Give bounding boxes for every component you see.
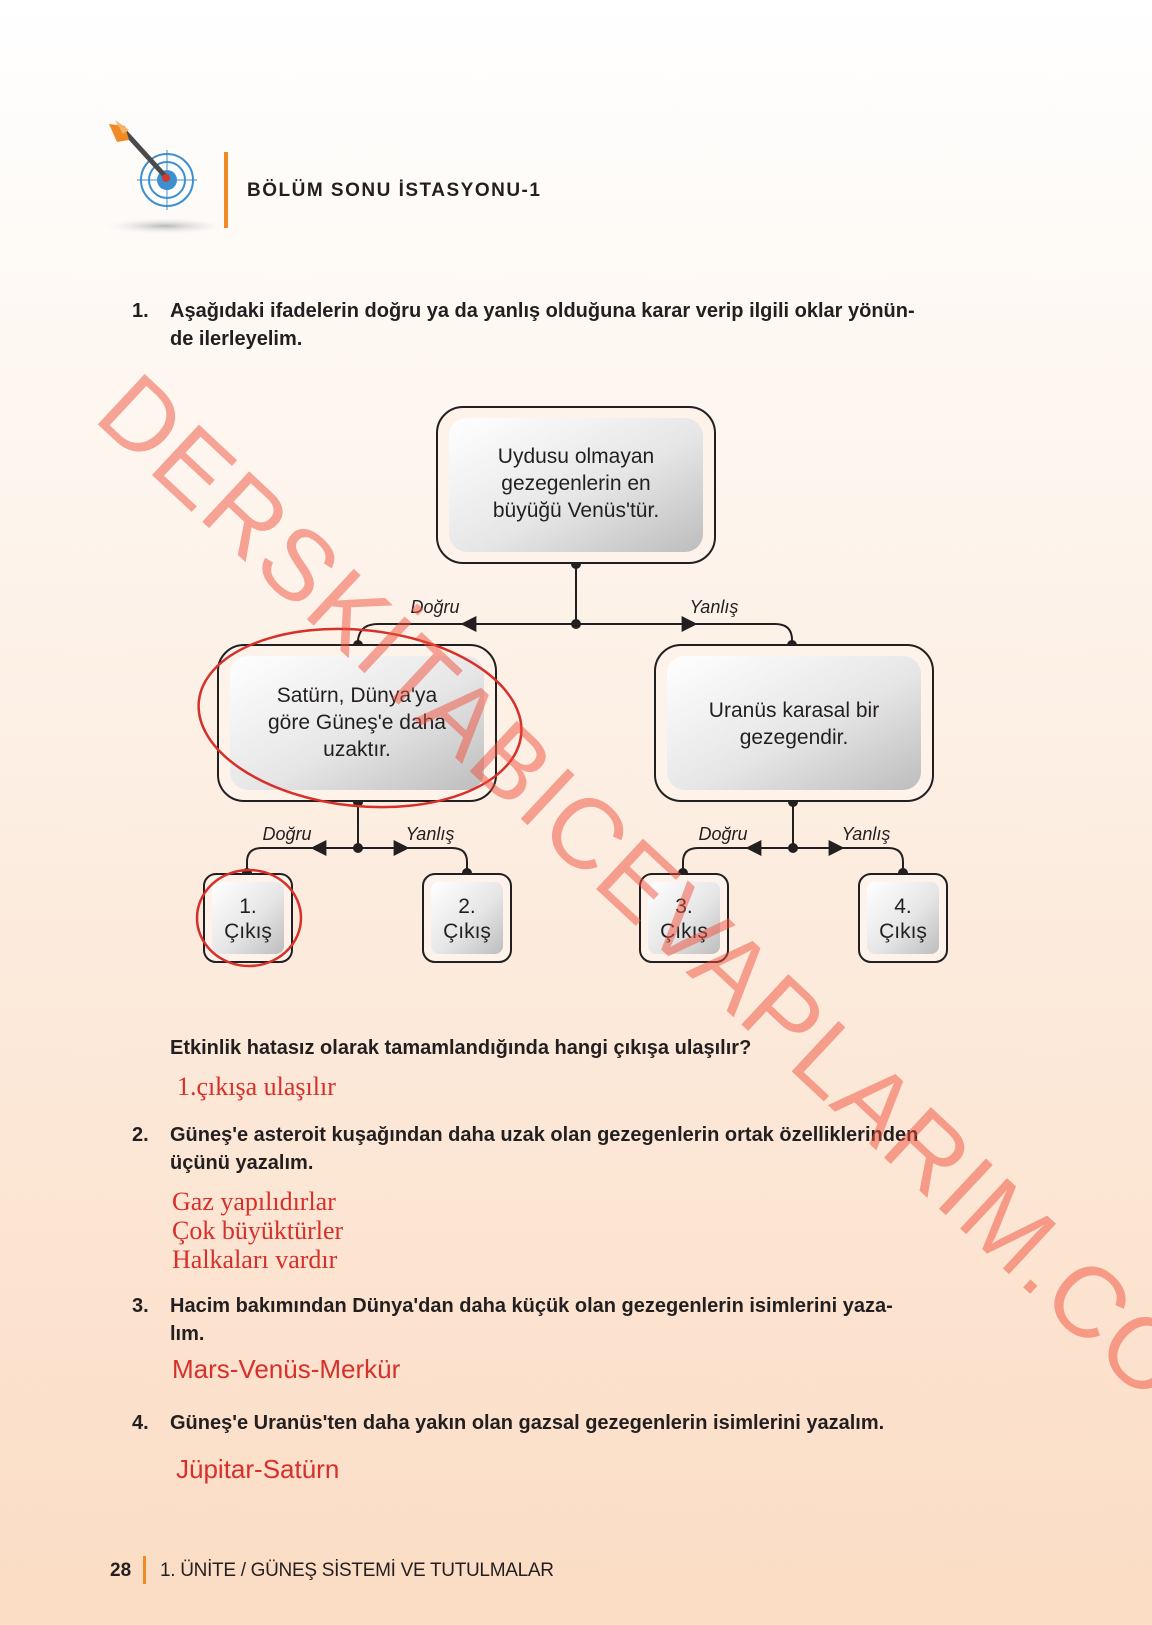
right-line-2: gezegendir. <box>740 726 849 749</box>
label-true-right: Doğru <box>698 824 747 844</box>
exit-2-number: 2. <box>458 895 476 918</box>
root-line-3: büyüğü Venüs'tür. <box>493 499 659 522</box>
question-2-line2: üçünü yazalım. <box>170 1152 314 1174</box>
footer-divider <box>143 1556 146 1584</box>
decision-diagram: Uydusu olmayan gezegenlerin en büyüğü Ve… <box>195 406 948 968</box>
question-2-answer-3: Halkaları vardır <box>172 1245 338 1274</box>
question-1-line1: Aşağıdaki ifadelerin doğru ya da yanlış … <box>170 300 915 322</box>
question-2-answers: Gaz yapılıdırlar Çok büyüktürler Halkala… <box>172 1187 343 1274</box>
diagram-connectors <box>246 564 904 873</box>
exit-1-number: 1. <box>239 895 257 918</box>
label-false-left: Yanlış <box>406 824 455 844</box>
question-3-line1: Hacim bakımından Dünya'dan daha küçük ol… <box>170 1295 893 1317</box>
left-line-3: uzaktır. <box>323 738 391 761</box>
right-line-1: Uranüs karasal bir <box>709 699 879 722</box>
exit-4-number: 4. <box>894 895 912 918</box>
left-line-2: göre Güneş'e daha <box>268 711 446 734</box>
question-2-text: Güneş'e asteroit kuşağından daha uzak ol… <box>170 1121 1020 1177</box>
answer-circle-exit-1 <box>195 868 303 968</box>
header-divider <box>224 152 228 228</box>
page-number: 28 <box>110 1560 132 1581</box>
question-1-answer: 1.çıkışa ulaşılır <box>177 1072 336 1101</box>
question-4-number: 4. <box>132 1412 149 1434</box>
exit-box-1: 1. Çıkış <box>203 873 293 963</box>
question-1-number: 1. <box>132 300 149 322</box>
question-3-number: 3. <box>132 1295 149 1317</box>
exit-1-label: Çıkış <box>224 920 272 943</box>
footer-unit-title: 1. ÜNİTE / GÜNEŞ SİSTEMİ VE TUTULMALAR <box>160 1560 554 1581</box>
exit-2-label: Çıkış <box>443 920 491 943</box>
question-2-answer-2: Çok büyüktürler <box>172 1216 344 1245</box>
root-line-2: gezegenlerin en <box>501 472 650 495</box>
exit-box-3: 3. Çıkış <box>639 873 729 963</box>
question-3-line2: lım. <box>170 1323 205 1345</box>
question-4-answer: Jüpitar-Satürn <box>176 1454 340 1484</box>
diagram-root-box: Uydusu olmayan gezegenlerin en büyüğü Ve… <box>436 406 716 564</box>
label-true-left: Doğru <box>262 824 311 844</box>
question-3-answer: Mars-Venüs-Merkür <box>172 1354 401 1384</box>
label-true-top: Doğru <box>410 597 459 617</box>
left-line-1: Satürn, Dünya'ya <box>277 684 438 707</box>
exit-box-2: 2. Çıkış <box>422 873 512 963</box>
answer-circle-left-box <box>197 627 523 809</box>
diagram-right-box: Uranüs karasal bir gezegendir. <box>654 644 934 802</box>
section-title: BÖLÜM SONU İSTASYONU-1 <box>247 180 542 201</box>
label-false-top: Yanlış <box>690 597 739 617</box>
root-line-1: Uydusu olmayan <box>498 445 654 468</box>
exit-4-label: Çıkış <box>879 920 927 943</box>
exit-3-label: Çıkış <box>660 920 708 943</box>
exit-3-number: 3. <box>675 895 693 918</box>
question-1-text: Aşağıdaki ifadelerin doğru ya da yanlış … <box>170 297 1020 353</box>
label-false-right: Yanlış <box>842 824 891 844</box>
question-4-text: Güneş'e Uranüs'ten daha yakın olan gazsa… <box>170 1412 885 1434</box>
question-2-number: 2. <box>132 1124 149 1146</box>
question-1-prompt: Etkinlik hatasız olarak tamamlandığında … <box>170 1037 752 1059</box>
question-2-answer-1: Gaz yapılıdırlar <box>172 1187 336 1216</box>
exit-box-4: 4. Çıkış <box>858 873 948 963</box>
question-3-text: Hacim bakımından Dünya'dan daha küçük ol… <box>170 1292 1020 1348</box>
dart-target-icon <box>97 120 233 235</box>
question-2-line1: Güneş'e asteroit kuşağından daha uzak ol… <box>170 1124 919 1146</box>
question-1-line2: de ilerleyelim. <box>170 328 303 350</box>
diagram-left-box: Satürn, Dünya'ya göre Güneş'e daha uzakt… <box>217 644 497 802</box>
